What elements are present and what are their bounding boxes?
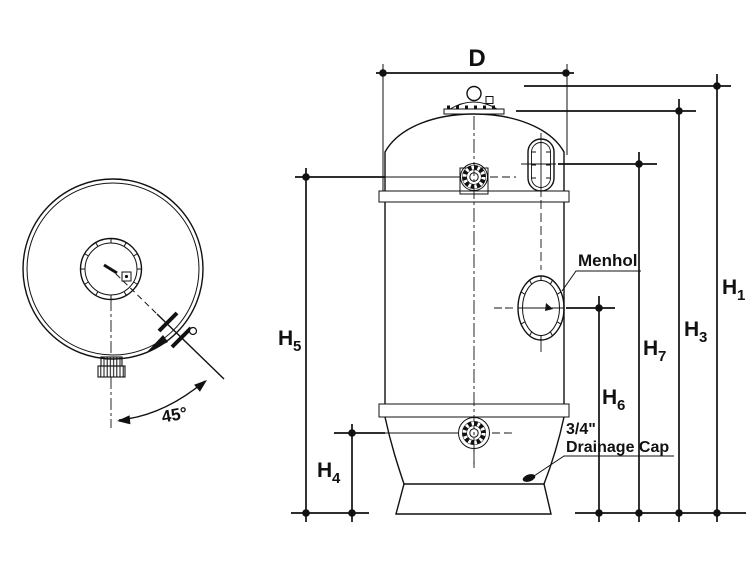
upper-port (385, 163, 516, 195)
angle-dimension: 45° (117, 380, 207, 427)
lid-vent-square (485, 96, 494, 104)
dim-label-h6: H (602, 386, 617, 409)
manhole (494, 275, 565, 352)
rim-union-fitting (147, 311, 198, 352)
drain-cap (522, 474, 536, 482)
dim-d: D (376, 45, 574, 191)
dim-h7: H 7 (558, 152, 666, 522)
angle-arrow-left (117, 415, 131, 425)
drainage-cap-label: Drainage Cap (566, 439, 669, 456)
gauge-port-dot (124, 274, 129, 279)
ground-datum (291, 509, 746, 517)
dim-h5: H 5 (278, 168, 385, 522)
annotations: Menhol 3/4" Drainage Cap (530, 251, 674, 479)
dim-label-h1-sub: 1 (737, 287, 745, 304)
angle-label: 45° (160, 403, 189, 426)
bottom-dish-left (384, 416, 405, 485)
dim-label-h7: H (643, 337, 658, 360)
dim-label-h3-sub: 3 (699, 329, 707, 346)
base-skirt (395, 483, 552, 515)
diagonal-centerline-solid (156, 313, 225, 380)
dim-h6: H 6 (566, 296, 625, 522)
dim-h1: H 1 (524, 74, 745, 522)
drainage-callout: 3/4" Drainage Cap (530, 421, 674, 479)
gauge-port-square (121, 271, 132, 282)
manhole-label: Menhol (578, 251, 638, 270)
top-view-shell-inner (26, 182, 200, 356)
drainage-size-label: 3/4" (566, 421, 596, 438)
manhole-latch (545, 303, 553, 311)
dim-label-h1: H (722, 276, 737, 299)
sight-glass (521, 133, 556, 270)
dim-h3: H 3 (516, 99, 707, 522)
dim-label-d: D (468, 45, 485, 72)
dim-label-h5: H (278, 327, 293, 350)
drain-fitting (97, 356, 126, 378)
gauge-tick-marks (80, 238, 142, 300)
dim-label-h4: H (317, 459, 332, 482)
dim-label-h3: H (684, 318, 699, 341)
dim-label-h4-sub: 4 (332, 470, 341, 487)
manhole-callout: Menhol (561, 251, 641, 292)
gauge-needle (103, 263, 118, 275)
tank-top-view: 45° (22, 178, 225, 428)
tank-front-view (378, 85, 570, 515)
dimension-lines: D H 1 H 3 H 7 (278, 45, 746, 522)
lid-ring-handle (466, 85, 482, 102)
dim-label-h7-sub: 7 (658, 348, 666, 365)
top-lid (443, 85, 505, 115)
lid-flange-plate (443, 108, 505, 115)
angle-arrow-right (194, 380, 207, 392)
bottom-dish-right (543, 416, 565, 485)
dim-label-h5-sub: 5 (293, 338, 301, 355)
dim-h4: H 4 (317, 424, 385, 522)
tank-dome (384, 113, 565, 191)
dim-label-h6-sub: 6 (617, 397, 625, 414)
lower-port (385, 417, 514, 467)
lid-bolts (447, 105, 495, 109)
